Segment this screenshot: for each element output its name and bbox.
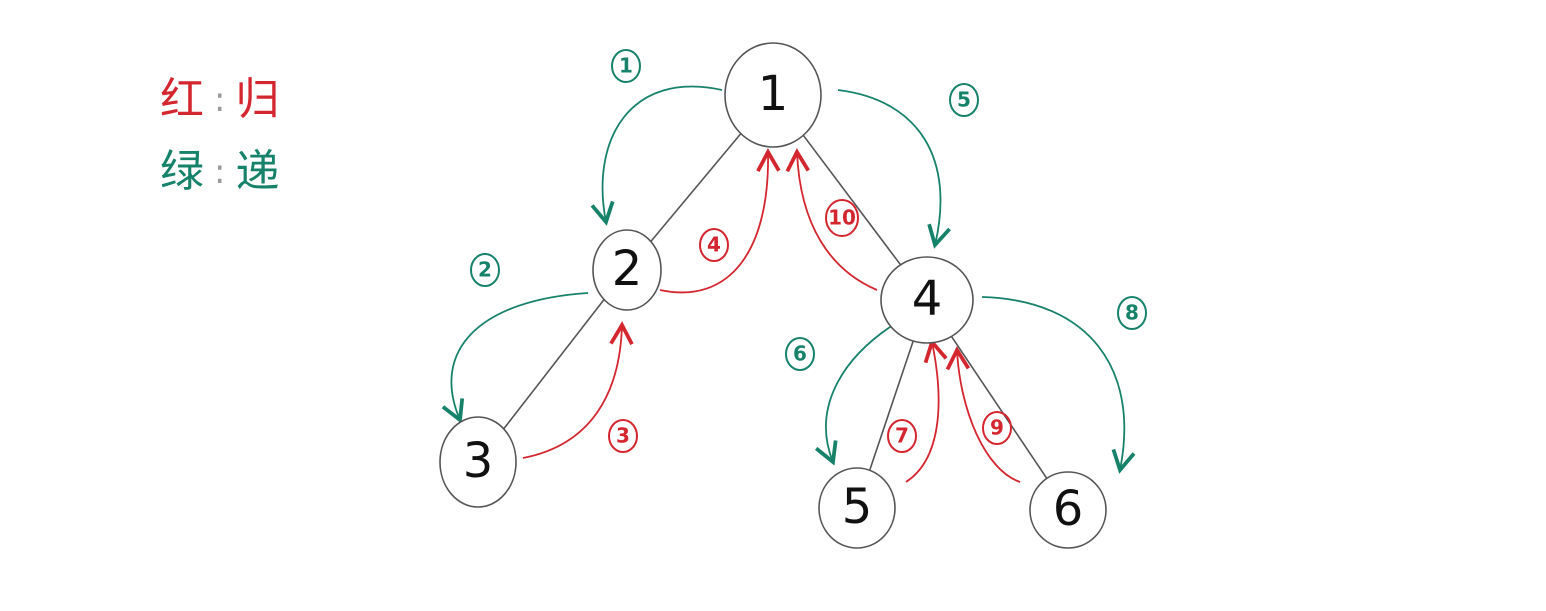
- step-badge-6: 6: [785, 337, 815, 371]
- tree-node-label: 6: [1053, 481, 1084, 537]
- step-badge-label: 9: [990, 416, 1004, 440]
- step-badge-circle: [785, 337, 815, 371]
- step-arrow-7: [905, 338, 948, 483]
- step-badge-5: 5: [949, 83, 979, 117]
- tree-edge-1-2: [650, 133, 742, 242]
- step-badge-circle: [608, 419, 638, 453]
- step-badge-3: 3: [608, 419, 638, 453]
- step-badge-circle: [470, 253, 500, 287]
- tree-node-5: 5: [818, 467, 896, 549]
- step-badge-label: 1: [619, 54, 633, 78]
- step-arrow-4: [659, 148, 781, 294]
- tree-node-circle: [880, 256, 974, 344]
- step-badge-label: 4: [707, 233, 721, 257]
- step-arrow-1: [590, 85, 723, 226]
- step-badge-circle: [825, 199, 859, 237]
- legend-row-red: 红 : 归: [160, 64, 350, 136]
- tree-node-4: 4: [880, 256, 974, 344]
- step-badge-label: 3: [616, 424, 630, 448]
- arrows-layer: [441, 85, 1136, 483]
- tree-node-label: 3: [463, 433, 494, 489]
- step-badge-circle: [887, 419, 917, 453]
- step-badge-label: 8: [1125, 301, 1139, 325]
- step-badge-circle: [949, 83, 979, 117]
- step-badge-8: 8: [1117, 296, 1147, 330]
- step-badge-9: 9: [982, 411, 1012, 445]
- tree-node-6: 6: [1029, 471, 1107, 549]
- step-badge-label: 7: [895, 424, 909, 448]
- step-badge-4: 4: [699, 228, 729, 262]
- legend-red-color-label: 红: [160, 74, 204, 125]
- tree-node-circle: [1029, 471, 1107, 549]
- legend-red-meaning: 归: [235, 74, 280, 125]
- legend-green-colon: :: [214, 152, 226, 192]
- step-badge-7: 7: [887, 419, 917, 453]
- edges-layer: [503, 133, 1048, 479]
- tree-node-circle: [818, 467, 896, 549]
- nodes-layer: 1 2 3 4 5 6: [439, 42, 1107, 549]
- steps-layer: 1 2 3 4 5 6 7 8 9 10: [470, 49, 1147, 453]
- tree-node-3: 3: [439, 416, 517, 508]
- legend: 红 : 归 绿 : 递: [160, 64, 350, 208]
- tree-node-label: 1: [758, 66, 789, 122]
- legend-red-colon: :: [214, 80, 226, 120]
- step-badge-label: 5: [957, 88, 971, 112]
- tree-node-2: 2: [592, 229, 662, 311]
- step-badge-label: 6: [793, 342, 807, 366]
- tree-node-circle: [724, 42, 822, 148]
- step-arrow-6: [815, 324, 894, 466]
- step-arrow-8: [981, 296, 1136, 474]
- step-badge-circle: [1117, 296, 1147, 330]
- step-badge-label: 2: [478, 258, 492, 282]
- tree-node-label: 2: [612, 241, 643, 297]
- tree-edge-2-3: [503, 299, 605, 430]
- step-badge-circle: [982, 411, 1012, 445]
- step-arrow-9: [945, 346, 1021, 483]
- tree-node-1: 1: [724, 42, 822, 148]
- legend-green-meaning: 递: [235, 146, 280, 197]
- tree-node-label: 5: [842, 479, 873, 535]
- tree-edge-4-5: [868, 340, 914, 471]
- step-badge-label: 10: [828, 206, 856, 230]
- step-badge-10: 10: [825, 199, 859, 237]
- step-badge-circle: [611, 49, 641, 83]
- legend-green-color-label: 绿: [160, 146, 204, 197]
- legend-row-green: 绿 : 递: [160, 136, 350, 208]
- step-badge-1: 1: [611, 49, 641, 83]
- tree-node-label: 4: [912, 271, 943, 327]
- step-arrow-3: [522, 321, 634, 459]
- step-badge-circle: [699, 228, 729, 262]
- tree-node-circle: [592, 229, 662, 311]
- step-arrow-10: [785, 148, 878, 291]
- tree-node-circle: [439, 416, 517, 508]
- step-badge-2: 2: [470, 253, 500, 287]
- tree-edge-1-4: [802, 134, 902, 266]
- step-arrow-5: [837, 89, 951, 249]
- step-arrow-2: [441, 292, 589, 424]
